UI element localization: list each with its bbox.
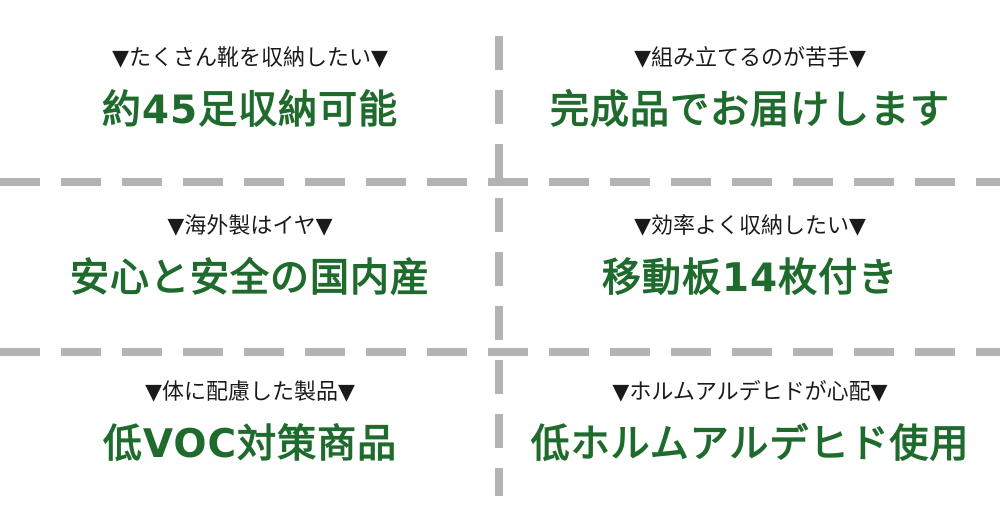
feature-label: ▼たくさん靴を収納したい▼: [112, 46, 388, 71]
feature-label: ▼ホルムアルデヒドが心配▼: [612, 380, 888, 405]
horizontal-dashed-divider-top: [0, 178, 1000, 186]
feature-cell-domestic: ▼海外製はイヤ▼ 安心と安全の国内産: [0, 212, 500, 304]
feature-label: ▼体に配慮した製品▼: [145, 380, 355, 405]
feature-headline: 低ホルムアルデヒド使用: [530, 422, 970, 467]
feature-label: ▼組み立てるのが苦手▼: [634, 46, 866, 71]
vertical-dashed-divider: [495, 36, 503, 496]
feature-cell-low-voc: ▼体に配慮した製品▼ 低VOC対策商品: [0, 378, 500, 470]
feature-cell-assembled: ▼組み立てるのが苦手▼ 完成品でお届けします: [500, 44, 1000, 136]
feature-cell-low-formaldehyde: ▼ホルムアルデヒドが心配▼ 低ホルムアルデヒド使用: [500, 378, 1000, 470]
feature-headline: 完成品でお届けします: [549, 88, 950, 133]
feature-cell-shoe-capacity: ▼たくさん靴を収納したい▼ 約45足収納可能: [0, 44, 500, 136]
feature-label: ▼効率よく収納したい▼: [634, 214, 866, 239]
feature-cell-shelves: ▼効率よく収納したい▼ 移動板14枚付き: [500, 212, 1000, 304]
horizontal-dashed-divider-bottom: [0, 348, 1000, 356]
feature-headline: 安心と安全の国内産: [69, 256, 430, 301]
feature-headline: 移動板14枚付き: [601, 256, 899, 301]
feature-headline: 約45足収納可能: [101, 88, 399, 133]
feature-headline: 低VOC対策商品: [102, 422, 398, 467]
feature-label: ▼海外製はイヤ▼: [167, 214, 333, 239]
